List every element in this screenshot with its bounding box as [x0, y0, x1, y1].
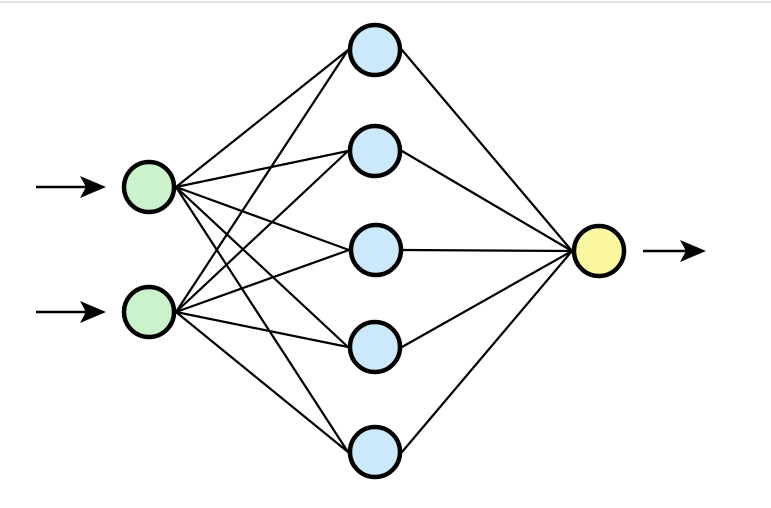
output-arrow-1-head-icon [680, 240, 706, 262]
edge-h5-o1 [400, 249, 574, 454]
edge-i1-h1 [174, 48, 350, 189]
hidden-node-h3 [348, 222, 404, 278]
input-node-i1 [121, 159, 177, 215]
edge-h1-o1 [400, 48, 574, 253]
hidden-node-h1 [347, 22, 403, 78]
output-node-o1 [571, 223, 627, 279]
edge-i1-h5 [174, 185, 350, 454]
edge-h4-o1 [400, 249, 574, 349]
edge-i1-h4 [174, 185, 350, 349]
hidden-node-h5 [347, 424, 403, 480]
edge-i2-h3 [174, 248, 351, 314]
edge-i2-h4 [174, 310, 350, 349]
edge-i1-h2 [174, 149, 350, 189]
input-arrow-1-head-icon [80, 176, 106, 198]
input-node-i2 [121, 284, 177, 340]
hidden-node-h4 [347, 319, 403, 375]
edge-i2-h1 [174, 48, 350, 314]
hidden-node-h2 [347, 123, 403, 179]
edge-h3-o1 [401, 248, 574, 253]
edge-i2-h5 [174, 310, 350, 454]
edge-i2-h2 [174, 149, 350, 314]
input-arrow-2-head-icon [80, 301, 106, 323]
edge-h2-o1 [400, 149, 574, 253]
edge-i1-h3 [174, 185, 351, 252]
